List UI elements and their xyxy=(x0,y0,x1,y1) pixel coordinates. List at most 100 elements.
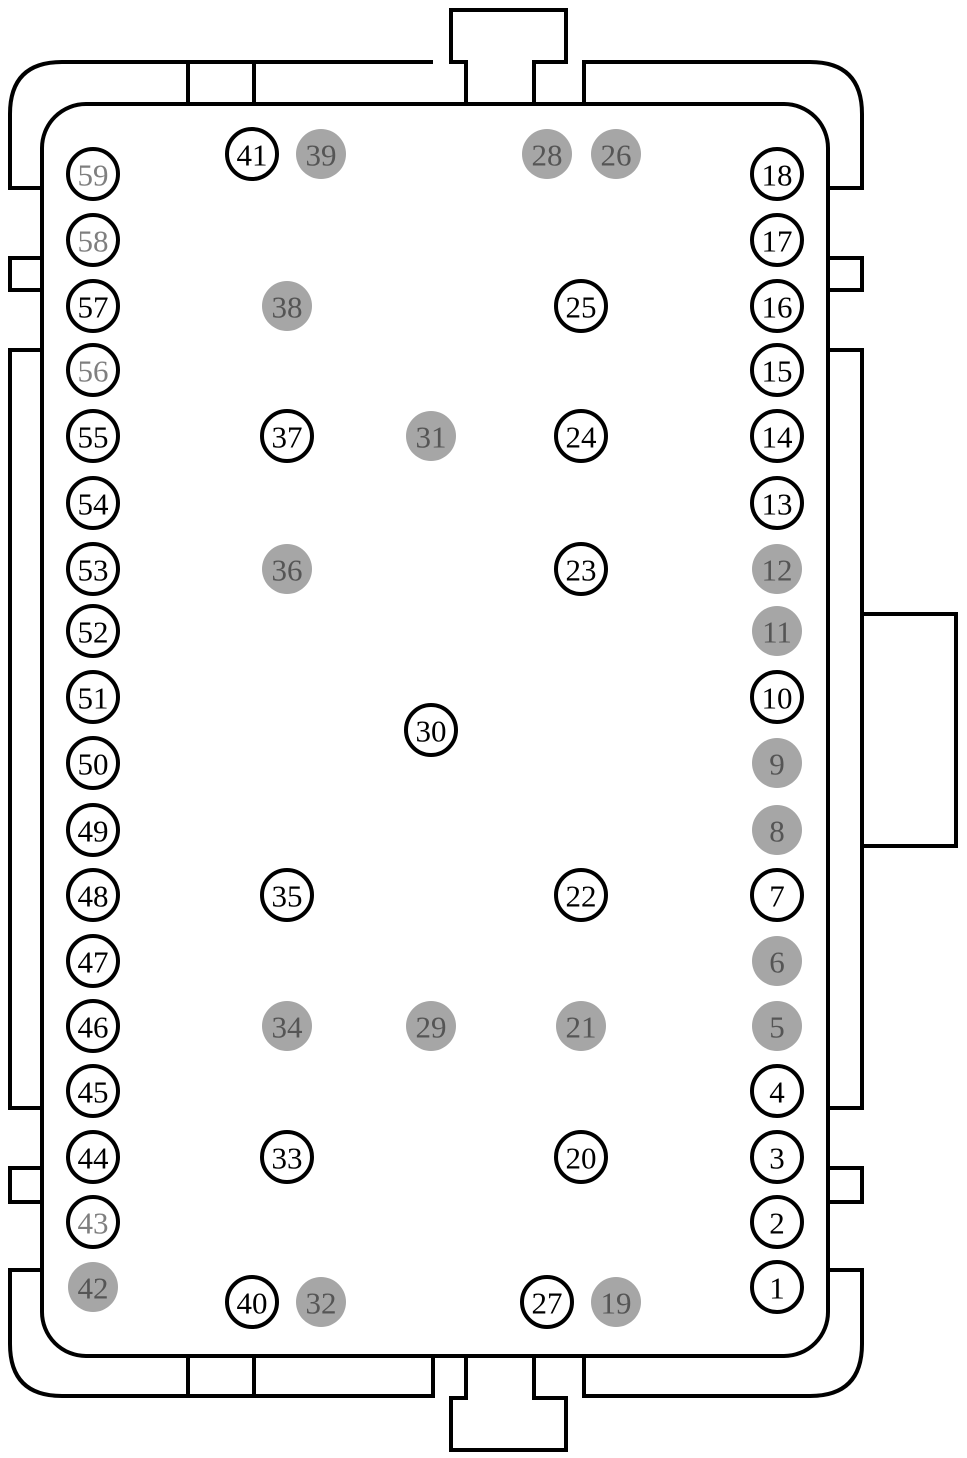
pin-circle xyxy=(406,1001,456,1051)
pin-circle xyxy=(66,409,120,463)
pin-31: 31 xyxy=(406,411,456,461)
housing-left-tab-lower xyxy=(8,1166,42,1204)
pin-circle xyxy=(66,147,120,201)
pin-circle xyxy=(750,147,804,201)
pin-layer: 1234567891011121314151617181920212223242… xyxy=(66,127,804,1329)
housing-outer-bottom-left xyxy=(8,1268,435,1398)
pin-label: 24 xyxy=(566,420,598,455)
pin-circle xyxy=(66,542,120,596)
pin-label: 56 xyxy=(78,354,109,389)
pin-5: 5 xyxy=(752,1001,802,1051)
pin-18: 18 xyxy=(750,147,804,201)
pin-label: 23 xyxy=(566,553,597,588)
pin-22: 22 xyxy=(554,868,608,922)
pin-label: 49 xyxy=(78,814,109,849)
pin-label: 58 xyxy=(78,224,109,259)
pin-label: 35 xyxy=(272,879,303,914)
pin-circle xyxy=(752,936,802,986)
pin-circle xyxy=(752,544,802,594)
pin-17: 17 xyxy=(750,213,804,267)
pin-circle xyxy=(554,542,608,596)
pin-circle xyxy=(66,1195,120,1249)
pin-label: 29 xyxy=(416,1010,447,1045)
pin-52: 52 xyxy=(66,604,120,658)
pin-label: 25 xyxy=(566,290,597,325)
pin-10: 10 xyxy=(750,670,804,724)
pin-19: 19 xyxy=(591,1277,641,1327)
pin-label: 42 xyxy=(78,1271,109,1306)
pin-57: 57 xyxy=(66,279,120,333)
pin-label: 36 xyxy=(272,553,303,588)
pin-30: 30 xyxy=(404,703,458,757)
pin-28: 28 xyxy=(522,129,572,179)
pin-circle xyxy=(752,1001,802,1051)
pin-label: 59 xyxy=(78,158,109,193)
pin-2: 2 xyxy=(750,1195,804,1249)
housing-outer-bottom-right xyxy=(582,1268,864,1398)
pin-label: 54 xyxy=(78,487,110,522)
pin-circle xyxy=(66,999,120,1053)
pin-59: 59 xyxy=(66,147,120,201)
pin-42: 42 xyxy=(68,1262,118,1312)
pin-56: 56 xyxy=(66,343,120,397)
pin-33: 33 xyxy=(260,1130,314,1184)
pin-label: 55 xyxy=(78,420,109,455)
pin-6: 6 xyxy=(752,936,802,986)
pin-circle xyxy=(554,868,608,922)
pin-label: 30 xyxy=(416,714,447,749)
pin-circle xyxy=(752,738,802,788)
pin-circle xyxy=(591,129,641,179)
pin-circle xyxy=(66,803,120,857)
connector-housing xyxy=(8,8,958,1452)
pin-label: 11 xyxy=(762,615,792,650)
pin-circle xyxy=(750,343,804,397)
pin-label: 41 xyxy=(237,138,268,173)
pin-1: 1 xyxy=(750,1260,804,1314)
pin-label: 51 xyxy=(78,681,109,716)
pin-label: 3 xyxy=(769,1141,785,1176)
pin-circle xyxy=(554,279,608,333)
pin-circle xyxy=(225,127,279,181)
housing-top-latch xyxy=(449,8,568,104)
pin-circle xyxy=(262,1001,312,1051)
pin-24: 24 xyxy=(554,409,608,463)
pin-circle xyxy=(66,476,120,530)
pin-45: 45 xyxy=(66,1064,120,1118)
pin-circle xyxy=(68,1262,118,1312)
pin-circle xyxy=(406,411,456,461)
pin-label: 53 xyxy=(78,553,109,588)
pin-circle xyxy=(750,1195,804,1249)
pin-label: 14 xyxy=(762,420,794,455)
pin-label: 40 xyxy=(237,1286,268,1321)
pin-circle xyxy=(750,476,804,530)
pin-circle xyxy=(404,703,458,757)
pin-label: 19 xyxy=(601,1286,632,1321)
housing-right-tab-upper xyxy=(828,256,864,292)
pin-label: 4 xyxy=(769,1075,785,1110)
pin-label: 43 xyxy=(78,1206,109,1241)
pin-label: 47 xyxy=(78,945,109,980)
pin-label: 1 xyxy=(769,1271,785,1306)
pin-47: 47 xyxy=(66,934,120,988)
pin-label: 20 xyxy=(566,1141,597,1176)
pin-32: 32 xyxy=(296,1277,346,1327)
pin-circle xyxy=(752,606,802,656)
pin-25: 25 xyxy=(554,279,608,333)
pin-circle xyxy=(66,868,120,922)
pin-label: 21 xyxy=(566,1010,597,1045)
pin-48: 48 xyxy=(66,868,120,922)
pin-11: 11 xyxy=(752,606,802,656)
housing-bottom-latch xyxy=(449,1356,568,1452)
pin-26: 26 xyxy=(591,129,641,179)
pin-circle xyxy=(66,1064,120,1118)
pin-55: 55 xyxy=(66,409,120,463)
pin-label: 28 xyxy=(532,138,563,173)
pin-circle xyxy=(556,1001,606,1051)
housing-right-rail xyxy=(828,348,864,1110)
pin-43: 43 xyxy=(66,1195,120,1249)
housing-outer-top-left xyxy=(8,60,433,190)
pin-circle xyxy=(260,1130,314,1184)
pin-circle xyxy=(260,409,314,463)
pin-circle xyxy=(296,129,346,179)
